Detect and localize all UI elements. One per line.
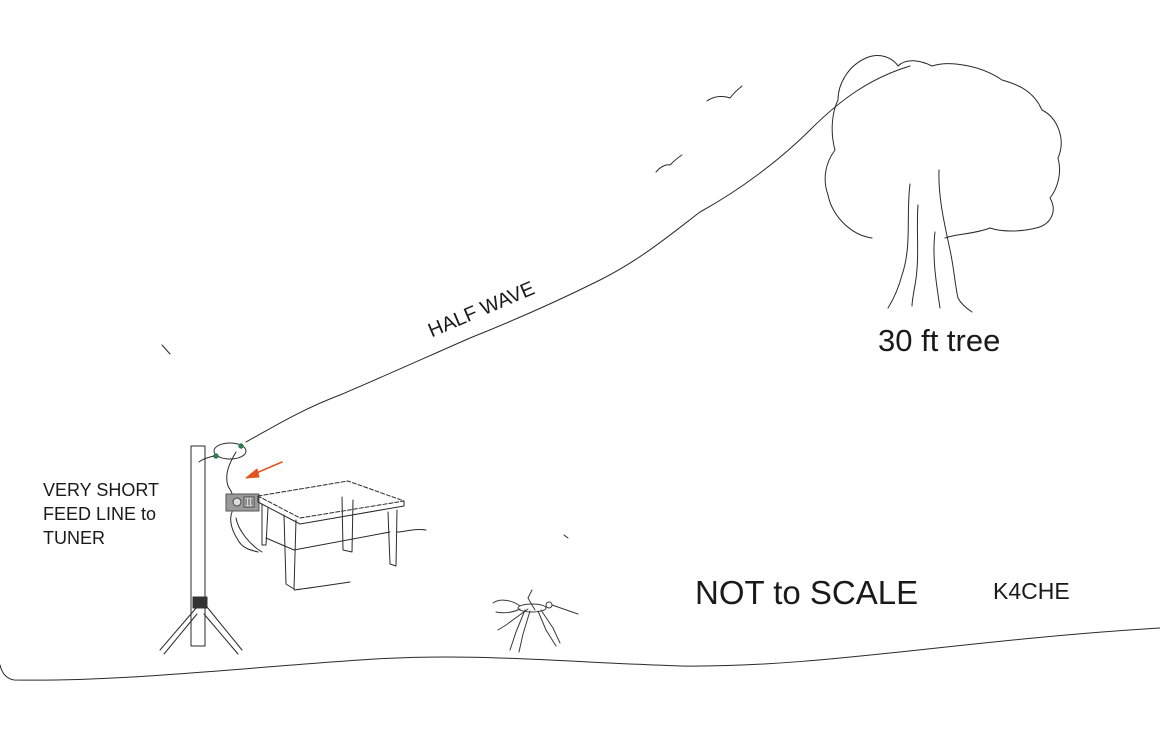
- tuner-lead: [230, 511, 259, 553]
- mast-icon: [159, 445, 243, 655]
- feed-line-label-line-1: VERY SHORT: [43, 480, 160, 500]
- tree-icon: [824, 55, 1062, 313]
- scale-note: NOT to SCALE: [695, 574, 919, 611]
- bird-icon: [706, 85, 743, 102]
- feed-line-label-line-2: FEED LINE to: [43, 504, 157, 524]
- bird-icon: [655, 154, 683, 173]
- insulator-icon: [198, 442, 247, 463]
- tuner-icon: [225, 493, 260, 512]
- half-wave-wire: [245, 65, 911, 443]
- ground-line: [0, 627, 1160, 681]
- feed-line-label: VERY SHORT FEED LINE to TUNER: [43, 478, 159, 550]
- tree-label: 30 ft tree: [878, 323, 1001, 358]
- mosquito-icon: [492, 589, 579, 653]
- stray-mark: [563, 534, 569, 539]
- stray-mark: [161, 344, 171, 355]
- feed-line-label-line-3: TUNER: [43, 528, 105, 548]
- table-icon: [235, 480, 427, 591]
- arrow-icon: [245, 461, 283, 479]
- callsign: K4CHE: [993, 578, 1070, 604]
- feed-line: [226, 451, 237, 495]
